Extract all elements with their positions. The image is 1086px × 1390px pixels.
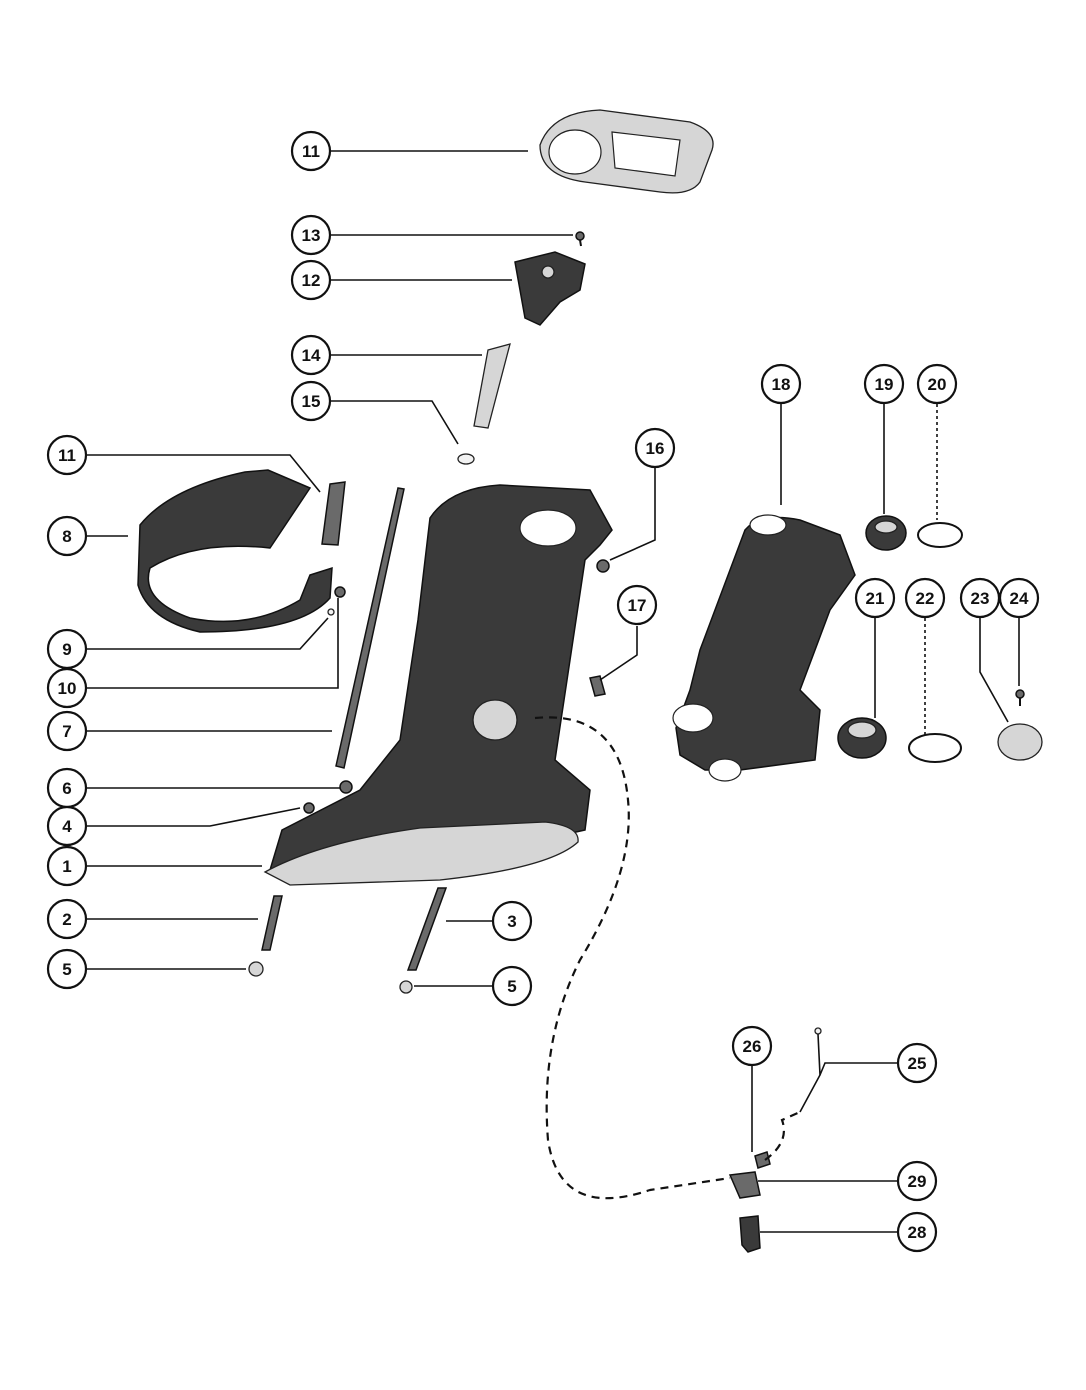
- callout-23: 22: [904, 577, 946, 619]
- svg-text:7: 7: [62, 722, 71, 741]
- callout-26: 25: [896, 1042, 938, 1084]
- leader-lines: [87, 150, 1020, 1233]
- callout-10: 10: [46, 667, 88, 709]
- svg-text:6: 6: [62, 779, 71, 798]
- svg-text:11: 11: [302, 142, 320, 161]
- part-14-screw: [575, 231, 585, 247]
- svg-text:11: 11: [58, 446, 76, 465]
- callout-15: 14: [290, 334, 332, 376]
- svg-text:13: 13: [302, 226, 321, 245]
- callout-27: 26: [731, 1025, 773, 1067]
- hose-dashed-line: [534, 716, 731, 1200]
- callout-11: 11: [46, 434, 88, 476]
- svg-text:29: 29: [908, 1172, 927, 1191]
- callout-4: 4: [46, 805, 88, 847]
- svg-text:21: 21: [866, 589, 885, 608]
- part-11-pad: [321, 481, 346, 546]
- part-23-ring: [908, 733, 962, 763]
- svg-text:26: 26: [743, 1037, 762, 1056]
- part-19-exhaust-housing: [672, 514, 856, 782]
- svg-text:20: 20: [928, 375, 947, 394]
- callout-2: 2: [46, 898, 88, 940]
- part-2-stud: [261, 895, 283, 951]
- part-17-nut: [596, 559, 610, 573]
- svg-text:5: 5: [62, 960, 71, 979]
- callout-12: 11: [290, 130, 332, 172]
- callout-8: 8: [46, 515, 88, 557]
- callout-17: 16: [634, 427, 676, 469]
- callout-7: 7: [46, 710, 88, 752]
- callout-22: 21: [854, 577, 896, 619]
- callout-20: 19: [863, 363, 905, 405]
- part-28-connector: [739, 1215, 761, 1253]
- part-27-screw: [754, 1151, 771, 1169]
- part-15-tube: [473, 343, 511, 429]
- callout-9: 9: [46, 628, 88, 670]
- callout-14: 13: [290, 214, 332, 256]
- callout-6: 6: [46, 767, 88, 809]
- part-12-gasket: [539, 109, 714, 194]
- svg-text:25: 25: [908, 1054, 927, 1073]
- callout-1: 1: [46, 845, 88, 887]
- part-25-screw: [1015, 689, 1025, 706]
- part-29-bracket: [728, 1171, 761, 1199]
- part-26-rod: [799, 1027, 822, 1113]
- part-24-cap: [997, 723, 1043, 761]
- callout-16: 15: [290, 380, 332, 422]
- svg-text:19: 19: [875, 375, 894, 394]
- svg-text:23: 23: [971, 589, 990, 608]
- part-13-pump-body: [514, 251, 586, 326]
- part-21-ring: [917, 522, 963, 548]
- part-5-nut-right: [399, 980, 413, 994]
- part-16-seal: [457, 453, 475, 465]
- callout-18: 17: [616, 584, 658, 626]
- svg-text:9: 9: [62, 640, 71, 659]
- callout-24: 23: [959, 577, 1001, 619]
- svg-text:3: 3: [507, 912, 516, 931]
- part-22-mount: [837, 717, 887, 759]
- callout-19: 18: [760, 363, 802, 405]
- part-6-nut: [339, 780, 353, 794]
- svg-text:17: 17: [628, 596, 647, 615]
- part-9-washer: [327, 608, 335, 616]
- hose-dashed-line-upper: [764, 1110, 801, 1161]
- svg-text:5: 5: [507, 977, 516, 996]
- callout-10-label: 10: [58, 679, 77, 698]
- callout-3: 3: [491, 900, 533, 942]
- svg-text:8: 8: [62, 527, 71, 546]
- svg-text:22: 22: [916, 589, 935, 608]
- callout-21: 20: [916, 363, 958, 405]
- svg-text:28: 28: [908, 1223, 927, 1242]
- svg-text:2: 2: [62, 910, 71, 929]
- callout-28: 28: [896, 1211, 938, 1253]
- callout-5-left: 5: [46, 948, 88, 990]
- svg-text:15: 15: [302, 392, 321, 411]
- part-18-clip: [589, 675, 606, 697]
- part-4-nut: [303, 802, 315, 814]
- svg-text:14: 14: [302, 346, 321, 365]
- part-1-driveshaft-housing: [263, 484, 613, 886]
- svg-text:4: 4: [62, 817, 72, 836]
- part-8-shield: [137, 469, 333, 633]
- part-10-nut: [334, 586, 346, 598]
- callout-29: 29: [896, 1160, 938, 1202]
- svg-text:24: 24: [1010, 589, 1029, 608]
- svg-text:16: 16: [646, 439, 665, 458]
- callout-13: 12: [290, 259, 332, 301]
- part-5-nut-left: [248, 961, 264, 977]
- callout-25: 24: [998, 577, 1040, 619]
- svg-text:12: 12: [302, 271, 321, 290]
- callout-5-right: 5: [491, 965, 533, 1007]
- part-3-stud: [406, 887, 448, 971]
- part-7-water-tube: [335, 487, 405, 769]
- svg-text:1: 1: [62, 857, 71, 876]
- part-20-bearing: [865, 515, 907, 551]
- svg-text:18: 18: [772, 375, 791, 394]
